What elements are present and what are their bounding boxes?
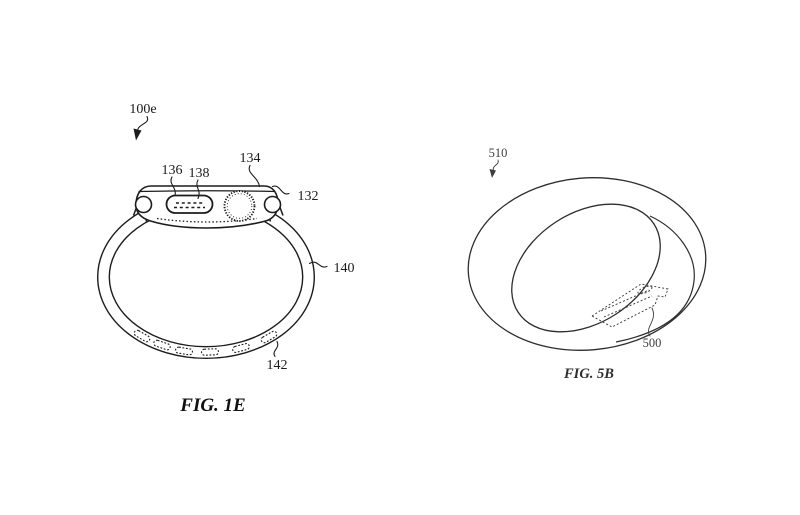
- ref-label-140: 140: [334, 261, 355, 276]
- ref-label-100e: 100e: [129, 102, 156, 117]
- ring-opening: [511, 203, 661, 333]
- watch-bottom-dotted-line: [156, 217, 258, 223]
- figure-1e-leader-lines: [133, 115, 328, 358]
- ref-label-142: 142: [267, 358, 288, 373]
- ring-sensor-patch: [591, 283, 669, 328]
- device-pointer-arrowhead: [133, 128, 142, 141]
- figure-5b-ring-drawing: 510 500 FIG. 5B: [467, 146, 707, 382]
- crown-button: [223, 190, 256, 222]
- ring-pointer-arrowhead: [489, 169, 496, 178]
- speaker-port: [165, 194, 214, 214]
- figure-1e-watch-drawing: 100e 136 138 134 132 140 142 FIG. 1E: [97, 102, 355, 416]
- ref-label-132: 132: [298, 189, 319, 204]
- ref-label-134: 134: [240, 151, 261, 166]
- band-sensor-patches: [133, 329, 278, 356]
- ref-label-138: 138: [189, 166, 210, 181]
- figure-1e-caption: FIG. 1E: [179, 395, 245, 416]
- band-lug-caps: [134, 195, 282, 214]
- figure-5b-leader-lines: [489, 159, 654, 337]
- figure-5b-caption: FIG. 5B: [563, 366, 614, 382]
- ring-outer-surface: [467, 177, 707, 351]
- ring-inner-wall: [615, 215, 695, 343]
- ref-label-510: 510: [489, 146, 508, 160]
- ref-label-500: 500: [643, 336, 662, 350]
- watch-top-cover-line: [138, 190, 276, 193]
- ref-label-136: 136: [162, 163, 183, 178]
